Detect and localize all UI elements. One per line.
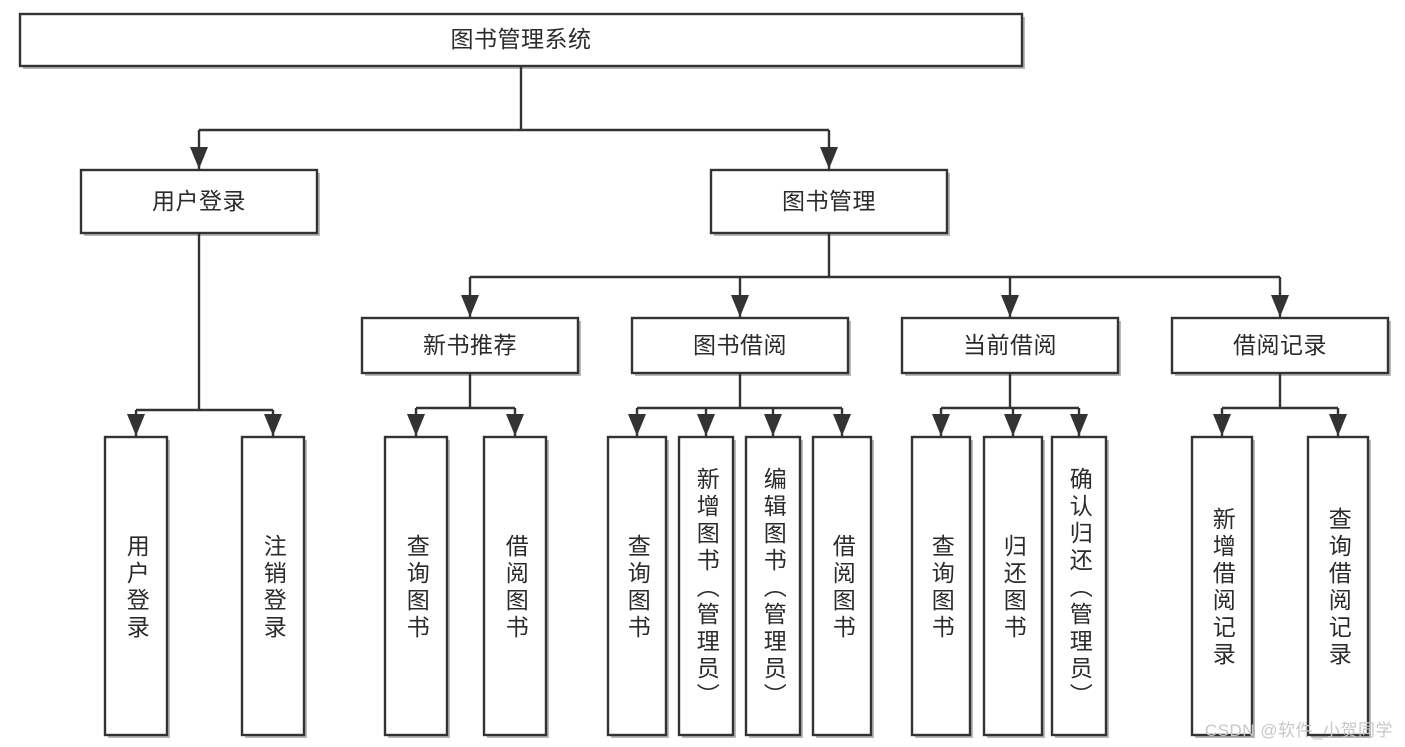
arrow-head-icon-leaf-borrow-book	[833, 414, 851, 436]
node-box-layer	[18, 12, 1390, 737]
arrow-head-icon-leaf-query-book-recommend	[407, 414, 425, 436]
node-box-leaf-return-book[interactable]	[982, 435, 1044, 737]
node-box-new-book-recommend[interactable]	[360, 316, 580, 375]
node-box-leaf-logout[interactable]	[240, 435, 306, 737]
node-box-leaf-query-book-current[interactable]	[910, 435, 972, 737]
node-box-leaf-confirm-return-admin[interactable]	[1050, 435, 1108, 737]
node-box-leaf-user-login[interactable]	[103, 435, 169, 737]
arrow-head-icon-current-borrow	[1001, 295, 1019, 317]
arrow-head-icon-leaf-confirm-return-admin	[1070, 414, 1088, 436]
node-box-leaf-query-borrow-record[interactable]	[1306, 435, 1370, 737]
node-box-leaf-add-borrow-record[interactable]	[1190, 435, 1254, 737]
arrow-head-icon-leaf-logout	[264, 414, 282, 436]
arrow-head-icon-leaf-return-book	[1004, 414, 1022, 436]
arrow-head-icon-book-management	[820, 147, 838, 169]
node-box-current-borrow[interactable]	[900, 316, 1120, 375]
arrow-head-icon-leaf-query-book-borrow	[628, 414, 646, 436]
arrow-head-icon-leaf-borrow-book-recommend	[506, 414, 524, 436]
arrow-head-icon-borrow-record	[1271, 295, 1289, 317]
node-box-user-login[interactable]	[79, 168, 319, 235]
node-box-leaf-edit-book-admin[interactable]	[744, 435, 802, 737]
node-box-borrow-record[interactable]	[1170, 316, 1390, 375]
node-box-leaf-add-book-admin[interactable]	[677, 435, 735, 737]
arrow-head-icon-user-login	[190, 147, 208, 169]
node-box-leaf-query-book-borrow[interactable]	[606, 435, 668, 737]
csdn-watermark: CSDN @软件_小贺同学	[1204, 721, 1393, 740]
node-box-leaf-borrow-book-recommend[interactable]	[482, 435, 548, 737]
node-box-root[interactable]	[18, 12, 1024, 68]
node-box-book-borrow[interactable]	[630, 316, 850, 375]
arrow-head-icon-leaf-query-book-current	[932, 414, 950, 436]
arrow-head-icon-leaf-query-borrow-record	[1329, 414, 1347, 436]
arrow-head-icon-leaf-add-book-admin	[697, 414, 715, 436]
arrow-head-icon-book-borrow	[731, 295, 749, 317]
connector-layer	[127, 66, 1347, 436]
node-box-book-management[interactable]	[709, 168, 949, 235]
node-box-leaf-borrow-book[interactable]	[811, 435, 873, 737]
arrow-head-icon-leaf-add-borrow-record	[1213, 414, 1231, 436]
arrow-head-icon-leaf-edit-book-admin	[764, 414, 782, 436]
arrow-head-icon-leaf-user-login	[127, 414, 145, 436]
node-box-leaf-query-book-recommend[interactable]	[383, 435, 449, 737]
arrow-head-icon-new-book-recommend	[461, 295, 479, 317]
